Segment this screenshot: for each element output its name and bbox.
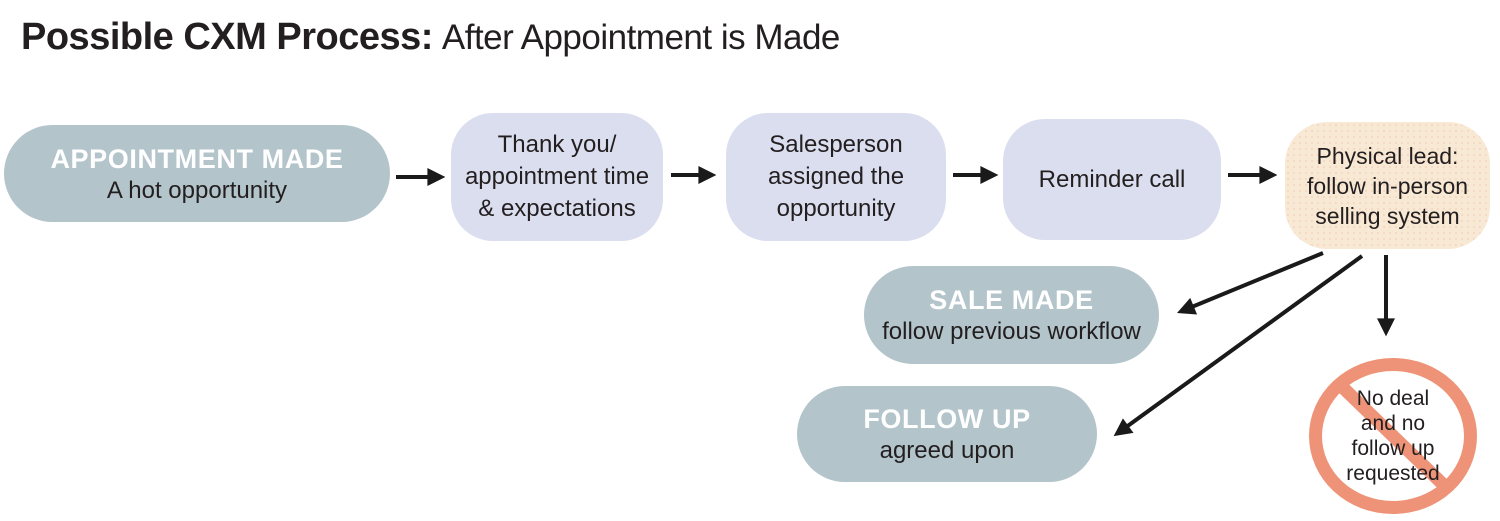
node-salesperson-line2: assigned the [767, 163, 905, 190]
node-physical-lead-line2: follow in-person [1306, 172, 1469, 199]
node-no-deal-line1: No deal [1356, 387, 1430, 410]
node-salesperson-assigned: Salesperson assigned the opportunity [726, 113, 946, 241]
node-reminder-call-label: Reminder call [1038, 165, 1186, 193]
node-follow-up-subtitle: agreed upon [879, 437, 1015, 464]
node-appointment-made: APPOINTMENT MADE A hot opportunity [4, 125, 390, 222]
node-no-deal-line3: follow up [1351, 437, 1435, 460]
node-no-deal-text: No deal and no follow up requested [1309, 358, 1477, 514]
node-no-deal-line4: requested [1346, 462, 1440, 485]
node-sale-made-subtitle: follow previous workflow [882, 318, 1141, 345]
node-follow-up-title: FOLLOW UP [863, 404, 1031, 434]
page-title: Possible CXM Process:After Appointment i… [21, 16, 840, 59]
node-follow-up: FOLLOW UP agreed upon [797, 386, 1097, 482]
node-sale-made: SALE MADE follow previous workflow [864, 266, 1159, 364]
node-reminder-call: Reminder call [1003, 119, 1221, 240]
node-salesperson-line3: opportunity [776, 195, 896, 222]
node-thank-you-line2: appointment time [464, 163, 650, 190]
node-sale-made-title: SALE MADE [929, 285, 1094, 315]
page-title-main: Possible CXM Process: [21, 16, 433, 58]
node-thank-you: Thank you/ appointment time & expectatio… [451, 113, 663, 241]
node-no-deal-line2: and no [1360, 412, 1426, 435]
node-appointment-made-title: APPOINTMENT MADE [50, 143, 344, 174]
node-no-deal: No deal and no follow up requested [1309, 358, 1477, 514]
arrow-physical-to-salemade [1177, 251, 1324, 315]
node-thank-you-line1: Thank you/ [497, 131, 617, 158]
node-physical-lead-line1: Physical lead: [1316, 142, 1459, 169]
node-thank-you-line3: & expectations [478, 195, 636, 222]
node-physical-lead: Physical lead: follow in-person selling … [1285, 122, 1490, 249]
page-title-sub: After Appointment is Made [441, 18, 841, 57]
node-appointment-made-subtitle: A hot opportunity [106, 176, 288, 204]
node-physical-lead-line3: selling system [1315, 202, 1460, 229]
node-salesperson-line1: Salesperson [769, 131, 903, 158]
